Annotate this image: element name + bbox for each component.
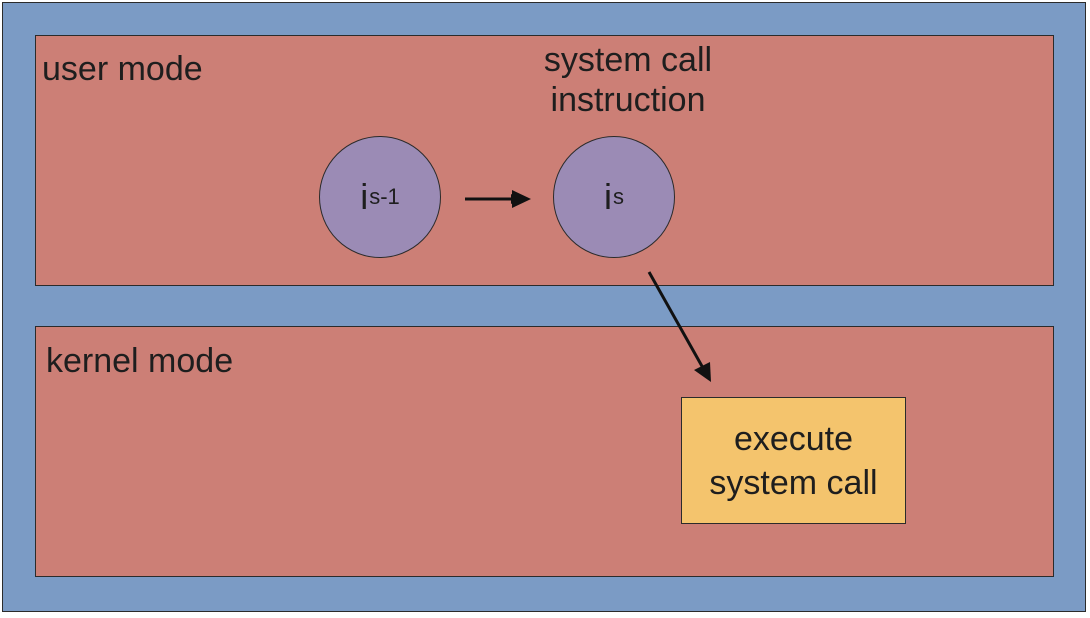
node-prev-subscript: s-1 <box>369 184 400 209</box>
execute-system-call-box: execute system call <box>681 397 906 524</box>
node-current-main: i <box>604 176 612 217</box>
title-line-1: system call <box>543 41 713 79</box>
kernel-mode-label: kernel mode <box>46 342 234 380</box>
arrow-current-to-kernel <box>647 271 705 369</box>
node-current-subscript: s <box>613 184 624 209</box>
user-mode-panel <box>35 35 1054 286</box>
user-mode-label: user mode <box>42 50 203 88</box>
system-call-instruction-title: system call instruction <box>498 40 758 120</box>
box-line-1: execute <box>733 419 854 458</box>
arrow-current-to-kernel-head <box>694 362 711 382</box>
node-prev-main: i <box>360 176 369 217</box>
title-line-2: instruction <box>550 81 706 119</box>
box-line-2: system call <box>709 463 878 502</box>
arrow-prev-to-current-head <box>512 190 531 208</box>
